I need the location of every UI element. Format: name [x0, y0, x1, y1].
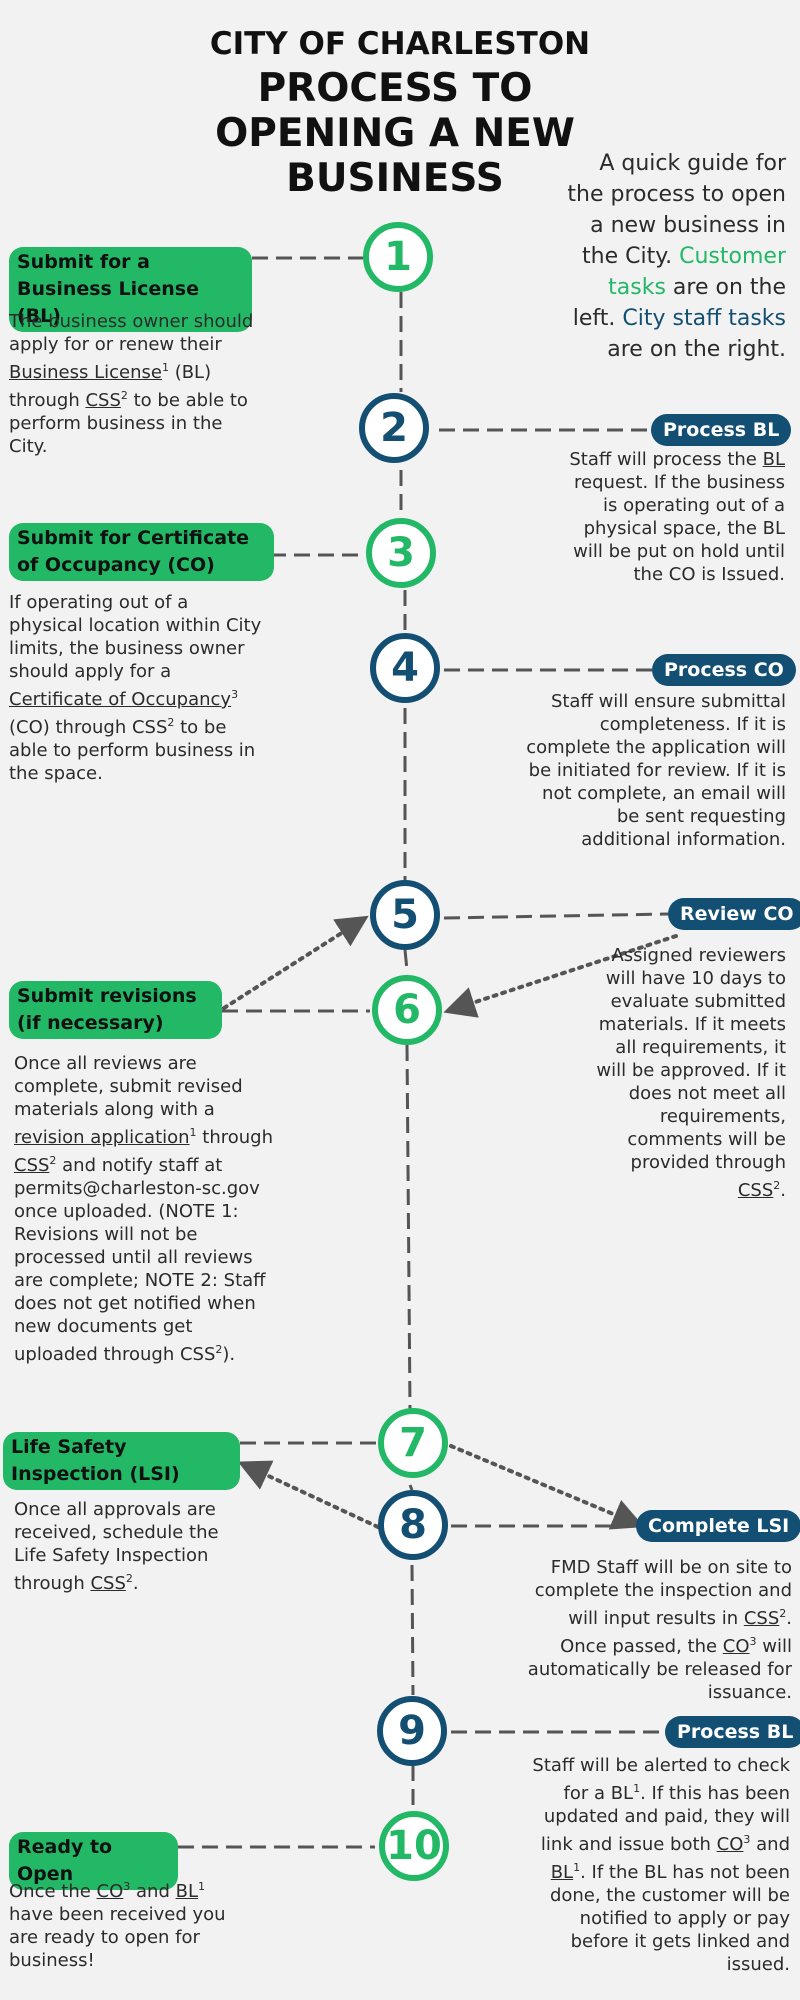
spine-line: [399, 292, 415, 1810]
step-10-label: Ready to Open: [9, 1832, 178, 1890]
step-3-description: If operating out of a physical location …: [9, 592, 262, 784]
step-2-circle: 2: [359, 393, 429, 463]
step-9-circle: 9: [377, 1696, 447, 1766]
step-1-circle: 1: [363, 222, 433, 292]
step-3-label: Submit for Certificate of Occupancy (CO): [9, 523, 274, 581]
intro-staff-tasks: City staff tasks: [622, 306, 786, 331]
bl-link[interactable]: BL: [762, 449, 785, 470]
step-4-circle: 4: [370, 633, 440, 703]
intro-part3: are on the right.: [607, 337, 786, 362]
intro-customer-tasks: Customer tasks: [608, 244, 786, 300]
bl-link[interactable]: BL: [175, 1881, 198, 1902]
step-9-label: Process BL: [665, 1716, 800, 1748]
step-10-description: Once the CO3 and BL1 have been received …: [9, 1880, 226, 1971]
step-8-description: FMD Staff will be on site to complete th…: [527, 1557, 792, 1703]
step-8-circle: 8: [378, 1490, 448, 1560]
step-7-label: Life Safety Inspection (LSI): [3, 1432, 240, 1490]
step-6-description: Once all reviews are complete, submit re…: [14, 1053, 273, 1365]
step-10-circle: 10: [379, 1811, 449, 1881]
step-6-circle: 6: [372, 975, 442, 1045]
co-link[interactable]: CO: [716, 1834, 744, 1855]
step-5-description: Assigned reviewers will have 10 days to …: [596, 945, 786, 1201]
city-title: CITY OF CHARLESTON: [209, 26, 591, 62]
step-1-label: Submit for a Business License (BL): [9, 247, 252, 332]
intro-part1: A quick guide for the process to open a …: [567, 151, 786, 269]
business-license-link[interactable]: Business License: [9, 362, 162, 383]
intro-part2: are on the left.: [572, 275, 786, 331]
step-7-circle: 7: [378, 1408, 448, 1478]
step-2-label: Process BL: [651, 414, 792, 446]
step-8-label: Complete LSI: [636, 1510, 800, 1542]
step-5-circle: 5: [370, 880, 440, 950]
arrow-7-to-complete: [449, 1444, 645, 1530]
co-link[interactable]: CO: [96, 1881, 124, 1902]
arrow-review-to-6: [443, 934, 678, 1018]
intro-text: A quick guide for the process to open a …: [560, 148, 786, 365]
step-7-description: Once all approvals are received, schedul…: [14, 1499, 219, 1594]
arrow-8-to-lsi: [237, 1460, 380, 1529]
css-link[interactable]: CSS: [85, 390, 121, 411]
css-link[interactable]: CSS: [14, 1155, 50, 1176]
css-link[interactable]: CSS: [737, 1180, 774, 1201]
step-2-description: Staff will process the BL request. If th…: [569, 449, 785, 585]
step-4-description: Staff will ensure submittal completeness…: [526, 691, 786, 850]
step-6-label: Submit revisions (if necessary): [9, 981, 222, 1039]
arrow-6-to-5: [222, 915, 369, 1010]
step-5-label: Review CO: [668, 898, 800, 930]
revision-application-link[interactable]: revision application: [14, 1127, 190, 1148]
page-title: PROCESS TO OPENING A NEW BUSINESS: [215, 66, 575, 201]
step-4-label: Process CO: [652, 654, 796, 686]
co-link[interactable]: CO: [722, 1636, 750, 1657]
css-link[interactable]: CSS: [90, 1573, 126, 1594]
certificate-of-occupancy-link[interactable]: Certificate of Occupancy: [9, 689, 232, 710]
step-1-description: The business owner should apply for or r…: [9, 311, 254, 457]
bl-link[interactable]: BL: [550, 1862, 574, 1883]
h-line-5: [443, 912, 669, 920]
step-9-description: Staff will be alerted to check for a BL1…: [532, 1755, 790, 1975]
css-link[interactable]: CSS: [743, 1608, 780, 1629]
step-3-circle: 3: [366, 518, 436, 588]
